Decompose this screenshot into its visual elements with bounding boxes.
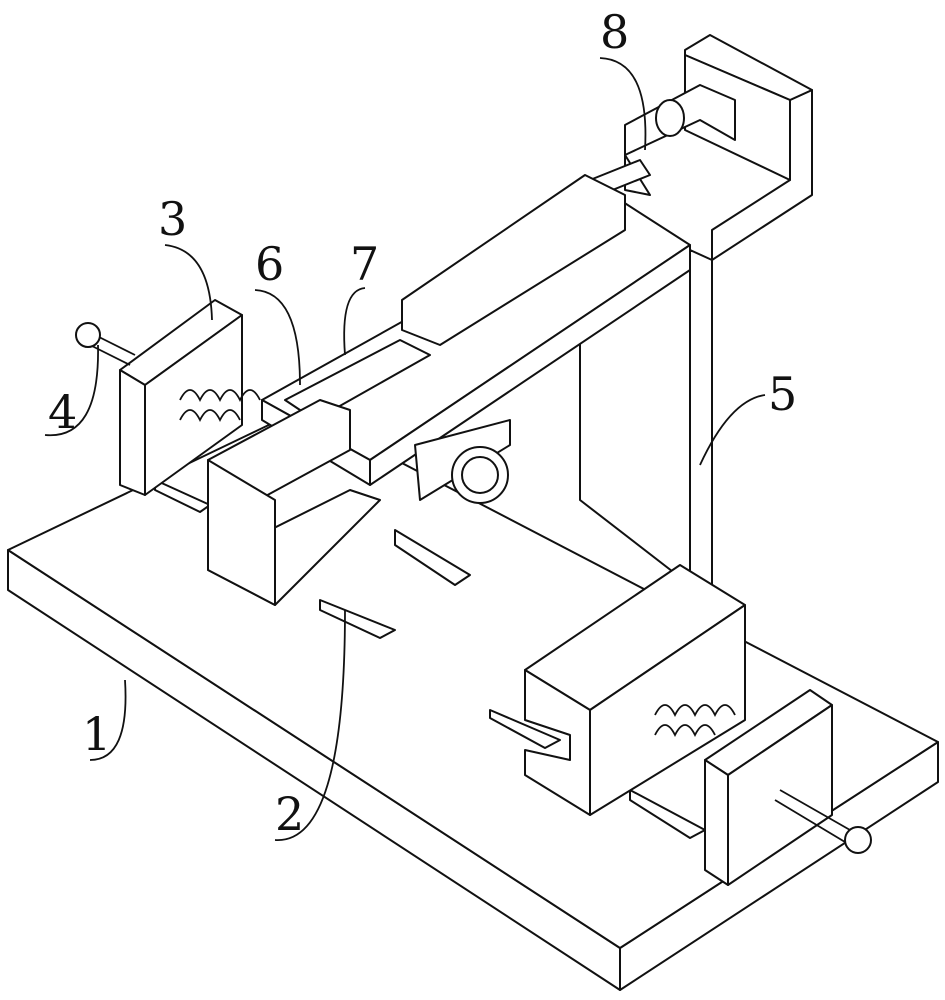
label-1: 1 [82,707,111,761]
label-8: 8 [600,5,629,59]
label-4: 4 [48,385,77,439]
label-3: 3 [158,192,187,246]
label-6: 6 [255,237,284,291]
right-knob[interactable] [845,827,871,853]
label-2: 2 [275,787,304,841]
left-knob[interactable] [76,323,100,347]
label-7: 7 [350,237,379,291]
label-5: 5 [768,367,797,421]
